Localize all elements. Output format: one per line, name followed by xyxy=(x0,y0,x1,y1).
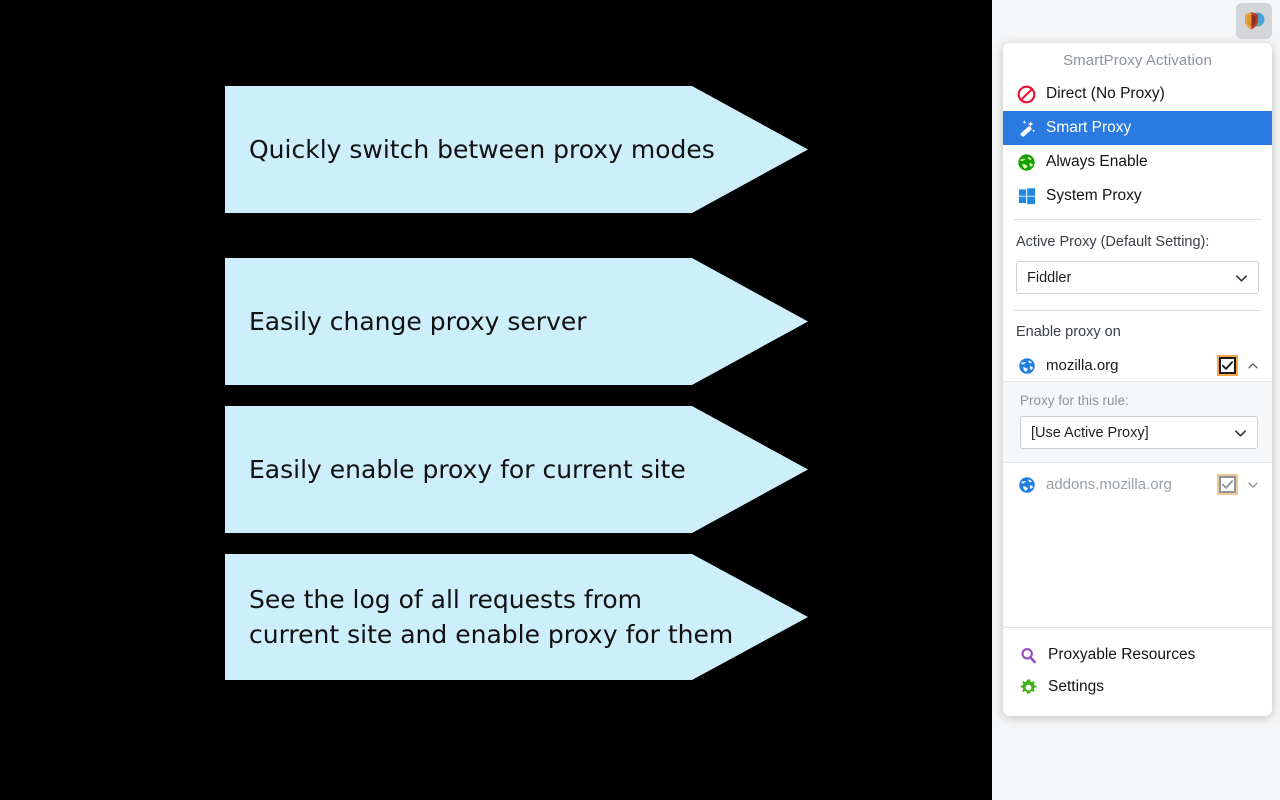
mode-item-system-proxy[interactable]: System Proxy xyxy=(1003,179,1272,213)
mode-item-direct-no-proxy[interactable]: Direct (No Proxy) xyxy=(1003,77,1272,111)
feature-banner: Easily enable proxy for current site xyxy=(225,406,808,533)
mode-item-label: Direct (No Proxy) xyxy=(1046,85,1165,102)
green-globe-icon xyxy=(1016,152,1037,173)
shield-globe-icon xyxy=(1242,9,1266,33)
feature-banner: See the log of all requests from current… xyxy=(225,554,808,680)
smartproxy-toolbar-button[interactable] xyxy=(1236,3,1272,39)
popup-title: SmartProxy Activation xyxy=(1063,52,1212,69)
active-proxy-label: Active Proxy (Default Setting): xyxy=(1016,234,1210,250)
web-page-content: Quickly switch between proxy modes Easil… xyxy=(0,0,992,800)
chevron-down-icon xyxy=(1233,425,1248,440)
rule-enabled-checkbox[interactable] xyxy=(1219,476,1236,493)
windows-logo-icon xyxy=(1016,186,1037,207)
rule-proxy-value: [Use Active Proxy] xyxy=(1031,424,1149,441)
active-proxy-select[interactable]: Fiddler xyxy=(1016,261,1259,294)
divider xyxy=(1014,219,1261,220)
active-proxy-value: Fiddler xyxy=(1027,269,1072,286)
no-entry-icon xyxy=(1016,84,1037,105)
magic-wand-icon xyxy=(1016,118,1037,139)
mode-item-smart-proxy[interactable]: Smart Proxy xyxy=(1003,111,1272,145)
chevron-down-icon[interactable] xyxy=(1245,477,1261,493)
footer-item-proxyable-resources[interactable]: Proxyable Resources xyxy=(1003,639,1272,671)
rule-enabled-checkbox[interactable] xyxy=(1219,357,1236,374)
blue-globe-icon xyxy=(1016,474,1037,495)
feature-banner-text: Easily change proxy server xyxy=(249,306,587,336)
enable-proxy-on-label: Enable proxy on xyxy=(1016,324,1121,340)
rule-row-addons-mozilla-org[interactable]: addons.mozilla.org xyxy=(1003,469,1272,500)
footer-item-settings[interactable]: Settings xyxy=(1003,671,1272,703)
rule-name: addons.mozilla.org xyxy=(1046,476,1172,493)
feature-banner: Quickly switch between proxy modes xyxy=(225,86,808,213)
feature-banner-text: See the log of all requests from current… xyxy=(249,584,734,650)
chevron-up-icon[interactable] xyxy=(1245,358,1261,374)
footer-item-label: Settings xyxy=(1048,678,1105,695)
mode-item-label: System Proxy xyxy=(1046,187,1142,204)
popup-footer: Proxyable Resources Settings xyxy=(1003,627,1272,716)
gear-icon xyxy=(1018,677,1039,698)
enable-proxy-on-section: Enable proxy on mozilla.org xyxy=(1003,311,1272,500)
proxy-mode-list: Direct (No Proxy) Smart Proxy xyxy=(1003,77,1272,219)
feature-banner-text: Quickly switch between proxy modes xyxy=(249,134,715,164)
mode-item-label: Always Enable xyxy=(1046,153,1148,170)
feature-banner-text: Easily enable proxy for current site xyxy=(249,454,686,484)
magnifier-icon xyxy=(1018,645,1039,666)
smartproxy-popup-panel: SmartProxy Activation Direct (No Proxy) xyxy=(1003,43,1272,716)
chevron-down-icon xyxy=(1234,270,1249,285)
feature-banner: Easily change proxy server xyxy=(225,258,808,385)
rule-name: mozilla.org xyxy=(1046,357,1119,374)
rule-proxy-select[interactable]: [Use Active Proxy] xyxy=(1020,416,1258,449)
footer-item-label: Proxyable Resources xyxy=(1048,646,1196,663)
rule-detail-mozilla-org: Proxy for this rule: [Use Active Proxy] xyxy=(1003,381,1272,463)
divider xyxy=(1014,310,1261,311)
active-proxy-section: Active Proxy (Default Setting): Fiddler xyxy=(1003,220,1272,310)
mode-item-always-enable[interactable]: Always Enable xyxy=(1003,145,1272,179)
rule-row-mozilla-org[interactable]: mozilla.org xyxy=(1003,350,1272,381)
rule-proxy-label: Proxy for this rule: xyxy=(1020,393,1129,408)
mode-item-label: Smart Proxy xyxy=(1046,119,1132,136)
blue-globe-icon xyxy=(1016,355,1037,376)
